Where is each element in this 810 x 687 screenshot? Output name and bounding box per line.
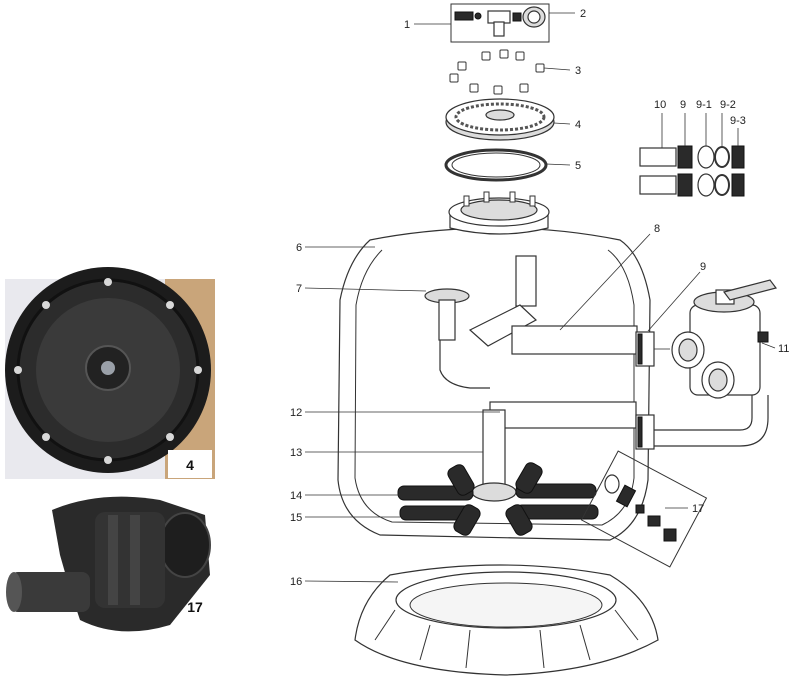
label-14: 14: [290, 490, 302, 502]
label-1: 1: [404, 19, 410, 31]
label-6: 6: [296, 242, 302, 254]
part-internal-pipes: [424, 255, 638, 502]
photo-lid: 4: [5, 267, 215, 479]
part-lid: [445, 98, 555, 141]
part-multiport-valve: [654, 279, 778, 447]
photo-valve: 17: [5, 484, 215, 649]
label-9-top: 9: [680, 99, 686, 111]
label-10: 10: [654, 99, 666, 111]
part-valve-body-kit: [580, 450, 708, 568]
leader-lines: [304, 12, 776, 583]
label-9-side: 9: [700, 261, 706, 273]
label-4: 4: [575, 119, 581, 131]
label-17: 17: [692, 503, 704, 515]
part-o-ring: [444, 148, 548, 182]
part-base: [354, 564, 659, 676]
label-11: 11: [778, 343, 789, 355]
label-8: 8: [654, 223, 660, 235]
label-9-3: 9-3: [730, 115, 746, 127]
label-12: 12: [290, 407, 302, 419]
label-3: 3: [575, 65, 581, 77]
label-16: 16: [290, 576, 302, 588]
label-9-1: 9-1: [696, 99, 712, 111]
photo-lid-caption: 4: [186, 457, 194, 473]
label-9-2: 9-2: [720, 99, 736, 111]
part-labels: 1 2 3 4 5 6 7 8 9 9 9-1 9-2 9-3 10 11 12…: [290, 8, 789, 588]
label-2: 2: [580, 8, 586, 20]
label-5: 5: [575, 160, 581, 172]
part-tank: [337, 191, 651, 541]
label-7: 7: [296, 283, 302, 295]
part-pipe-connectors: [639, 145, 745, 197]
part-bolts: [449, 49, 545, 95]
label-13: 13: [290, 447, 302, 459]
part-tank-unions: [635, 331, 655, 450]
part-laterals: [397, 462, 599, 536]
photo-valve-caption: 17: [187, 599, 203, 615]
part-air-relief-valve: [450, 3, 550, 43]
label-15: 15: [290, 512, 302, 524]
